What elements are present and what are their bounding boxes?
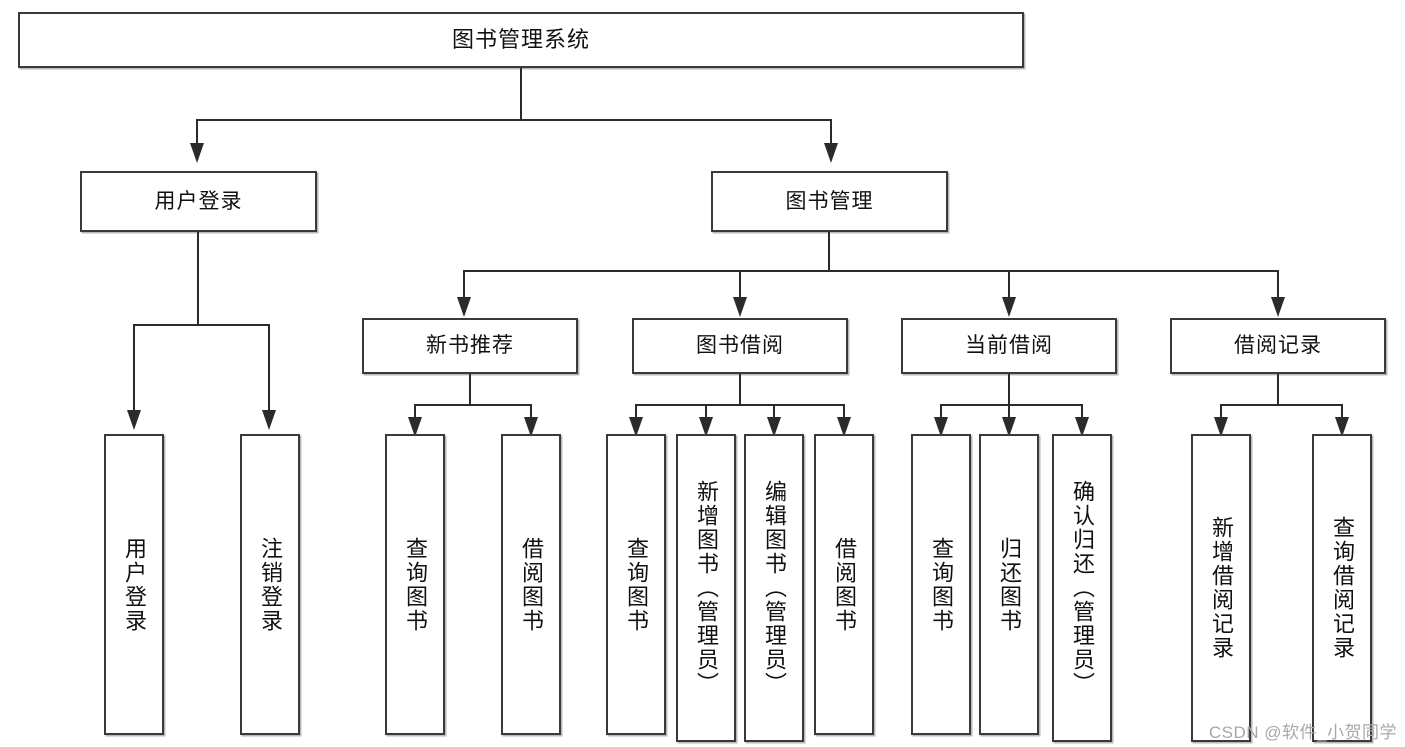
node-user-login[interactable]: 用户登录 bbox=[80, 171, 317, 232]
leaf-borrow-book[interactable]: 借阅图书 bbox=[814, 434, 874, 735]
connector-new-book-stem bbox=[469, 374, 471, 405]
connector-new-book-drop-1 bbox=[414, 404, 416, 420]
connector-current-borrow-drop-1 bbox=[940, 404, 942, 420]
connector-current-borrow-bus bbox=[940, 404, 1083, 406]
node-label: 用户登录 bbox=[121, 536, 147, 633]
node-label: 新增借阅记录 bbox=[1208, 516, 1234, 660]
connector-book-borrow-drop-1 bbox=[635, 404, 637, 420]
node-book-management[interactable]: 图书管理 bbox=[711, 171, 948, 232]
connector-borrow-record-bus bbox=[1220, 404, 1343, 406]
connector-root-drop-1 bbox=[196, 119, 198, 145]
arrowhead-book-borrow-leaf-3 bbox=[767, 417, 781, 437]
arrowhead-book-borrow-leaf-4 bbox=[837, 417, 851, 437]
arrowhead-current-borrow-leaf-3 bbox=[1075, 417, 1089, 437]
node-label: 新书推荐 bbox=[426, 334, 514, 358]
node-label: 借阅图书 bbox=[518, 536, 544, 633]
arrowhead-to-user-login bbox=[190, 143, 204, 163]
arrowhead-to-current-borrow bbox=[1002, 297, 1016, 317]
connector-root-bus bbox=[196, 119, 832, 121]
node-label: 注销登录 bbox=[257, 536, 283, 633]
node-current-borrow[interactable]: 当前借阅 bbox=[901, 318, 1117, 374]
arrowhead-to-book-management bbox=[824, 143, 838, 163]
node-root-book-management-system[interactable]: 图书管理系统 bbox=[18, 12, 1024, 68]
leaf-query-book-borrow[interactable]: 查询图书 bbox=[606, 434, 666, 735]
arrowhead-new-book-leaf-1 bbox=[408, 417, 422, 437]
connector-level3-drop-2 bbox=[739, 270, 741, 299]
arrowhead-book-borrow-leaf-2 bbox=[699, 417, 713, 437]
node-book-borrow[interactable]: 图书借阅 bbox=[632, 318, 848, 374]
connector-book-management-stem bbox=[828, 232, 830, 271]
arrowhead-new-book-leaf-2 bbox=[524, 417, 538, 437]
connector-book-borrow-drop-4 bbox=[843, 404, 845, 420]
node-label: 用户登录 bbox=[154, 189, 243, 213]
connector-level3-drop-4 bbox=[1277, 270, 1279, 299]
node-label: 归还图书 bbox=[996, 536, 1022, 633]
arrowhead-to-borrow-record bbox=[1271, 297, 1285, 317]
connector-user-login-drop-1 bbox=[133, 324, 135, 412]
node-label: 查询图书 bbox=[402, 536, 428, 633]
node-new-book-recommend[interactable]: 新书推荐 bbox=[362, 318, 578, 374]
connector-level3-drop-1 bbox=[463, 270, 465, 299]
connector-root-stem bbox=[520, 68, 522, 120]
node-label: 查询图书 bbox=[928, 536, 954, 633]
leaf-query-book-current[interactable]: 查询图书 bbox=[911, 434, 971, 735]
connector-borrow-record-stem bbox=[1277, 374, 1279, 405]
connector-user-login-drop-2 bbox=[268, 324, 270, 412]
connector-book-borrow-drop-3 bbox=[773, 404, 775, 420]
connector-new-book-bus bbox=[414, 404, 532, 406]
node-label: 图书管理系统 bbox=[451, 26, 590, 52]
arrowhead-to-new-book-recommend bbox=[457, 297, 471, 317]
connector-current-borrow-stem bbox=[1008, 374, 1010, 405]
connector-book-borrow-bus bbox=[635, 404, 845, 406]
node-label: 新增图书（管理员） bbox=[693, 480, 719, 696]
connector-user-login-bus bbox=[133, 324, 270, 326]
leaf-query-borrow-record[interactable]: 查询借阅记录 bbox=[1312, 434, 1372, 742]
connector-borrow-record-drop-1 bbox=[1220, 404, 1222, 420]
leaf-add-borrow-record[interactable]: 新增借阅记录 bbox=[1191, 434, 1251, 742]
connector-current-borrow-drop-2 bbox=[1008, 404, 1010, 420]
node-label: 借阅图书 bbox=[831, 536, 857, 633]
node-label: 图书借阅 bbox=[696, 334, 784, 358]
connector-root-drop-2 bbox=[830, 119, 832, 145]
node-label: 确认归还（管理员） bbox=[1069, 480, 1095, 696]
leaf-confirm-return-admin[interactable]: 确认归还（管理员） bbox=[1052, 434, 1112, 742]
arrowhead-current-borrow-leaf-1 bbox=[934, 417, 948, 437]
leaf-borrow-book-recommend[interactable]: 借阅图书 bbox=[501, 434, 561, 735]
node-label: 当前借阅 bbox=[965, 334, 1053, 358]
leaf-logout[interactable]: 注销登录 bbox=[240, 434, 300, 735]
arrowhead-to-book-borrow bbox=[733, 297, 747, 317]
leaf-user-login[interactable]: 用户登录 bbox=[104, 434, 164, 735]
connector-new-book-drop-2 bbox=[530, 404, 532, 420]
node-label: 编辑图书（管理员） bbox=[761, 480, 787, 696]
connector-book-borrow-drop-2 bbox=[705, 404, 707, 420]
connector-level3-bus bbox=[463, 270, 1279, 272]
node-borrow-record[interactable]: 借阅记录 bbox=[1170, 318, 1386, 374]
connector-level3-drop-3 bbox=[1008, 270, 1010, 299]
connector-book-borrow-stem bbox=[739, 374, 741, 405]
arrowhead-user-login-leaf-2 bbox=[262, 410, 276, 430]
leaf-query-book-recommend[interactable]: 查询图书 bbox=[385, 434, 445, 735]
node-label: 借阅记录 bbox=[1234, 334, 1322, 358]
leaf-return-book[interactable]: 归还图书 bbox=[979, 434, 1039, 735]
arrowhead-borrow-record-leaf-2 bbox=[1335, 417, 1349, 437]
node-label: 查询借阅记录 bbox=[1329, 516, 1355, 660]
arrowhead-user-login-leaf-1 bbox=[127, 410, 141, 430]
arrowhead-borrow-record-leaf-1 bbox=[1214, 417, 1228, 437]
arrowhead-book-borrow-leaf-1 bbox=[629, 417, 643, 437]
node-label: 查询图书 bbox=[623, 536, 649, 633]
leaf-edit-book-admin[interactable]: 编辑图书（管理员） bbox=[744, 434, 804, 742]
arrowhead-current-borrow-leaf-2 bbox=[1002, 417, 1016, 437]
node-label: 图书管理 bbox=[785, 189, 874, 213]
leaf-add-book-admin[interactable]: 新增图书（管理员） bbox=[676, 434, 736, 742]
connector-user-login-stem bbox=[197, 232, 199, 325]
connector-current-borrow-drop-3 bbox=[1081, 404, 1083, 420]
connector-borrow-record-drop-2 bbox=[1341, 404, 1343, 420]
